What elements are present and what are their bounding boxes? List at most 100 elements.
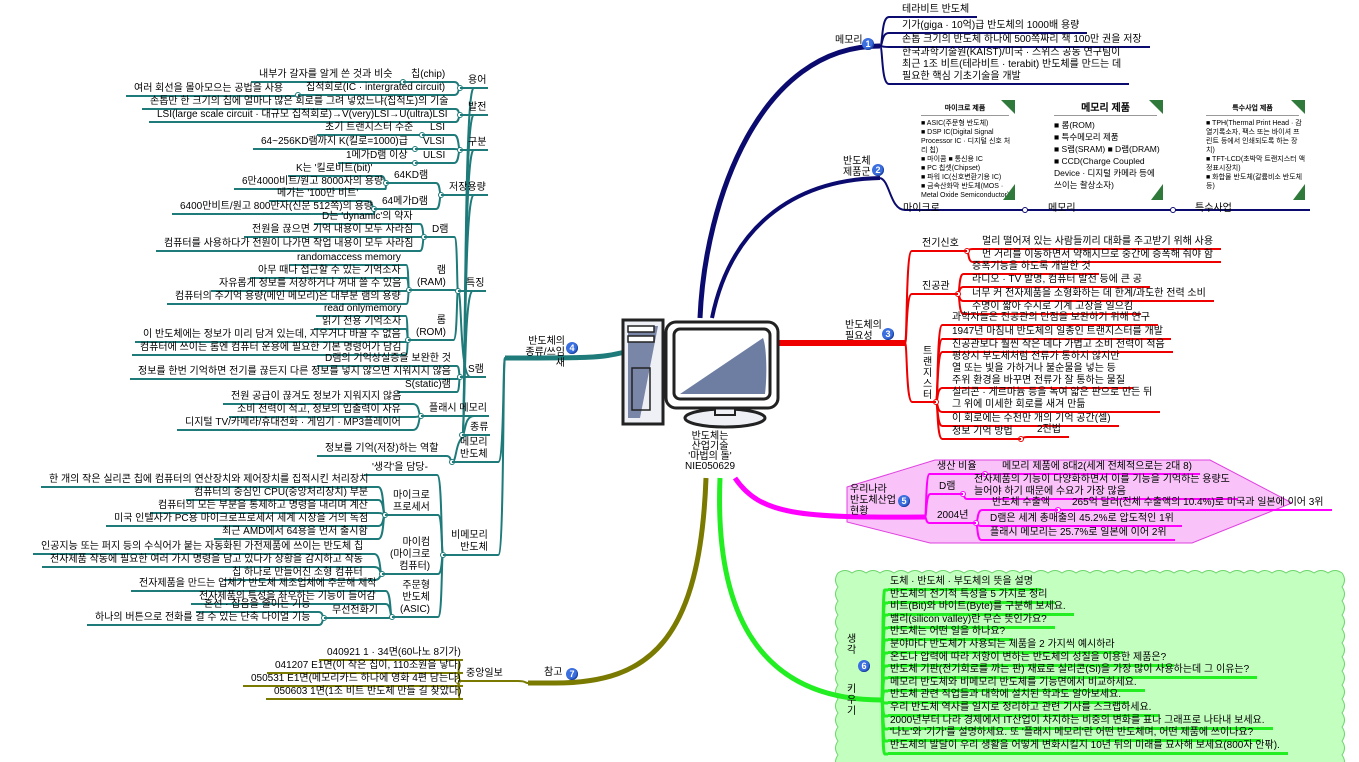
topic-node[interactable]: 칩(chip) [403, 69, 448, 83]
leaf-node[interactable]: 라디오 · TV 발명, 컴퓨터 발전 등에 큰 공 [970, 274, 1150, 288]
leaf-node[interactable]: '나노'와 '기가'를 설명하세요. 또 '플래시 메모리'란 어떤 반도체며,… [888, 727, 1262, 743]
leaf-node[interactable]: 초기 트랜지스터 수준 [317, 122, 416, 136]
leaf-node[interactable]: 최근 AMD에서 64용을 먼저 출시함 [214, 526, 370, 540]
leaf-node[interactable]: 내부가 갈자를 알게 쓴 것과 비슷 [251, 69, 395, 83]
topic-node[interactable]: 주문형 반도체 (ASIC) [392, 580, 432, 618]
branch-5-label[interactable]: 우리나라 반도체산업 현황 [850, 484, 896, 517]
leaf-node[interactable]: 손톱 크기의 반도체 하나에 500쪽짜리 책 100만 권을 저장 [900, 34, 1150, 48]
leaf-node[interactable]: 한 개의 작은 실리콘 칩에 컴퓨터의 연산장치와 제어장치를 집적시킨 처리장… [41, 474, 371, 488]
leaf-node[interactable]: 265억 달러(전체 수출액의 10.4%)로 미국과 일본에 이어 3위 [1070, 497, 1332, 511]
leaf-node[interactable]: 수명이 짧아 수시로 기계 고장을 일으킴 [970, 301, 1142, 315]
leaf-node[interactable]: 손톱만 한 크기의 칩에 얼마나 많은 회로를 그려 넣었느냐(집적도)의 기술 [142, 96, 451, 110]
leaf-node[interactable]: 2진법 [1035, 424, 1069, 438]
topic-node[interactable]: LSI [422, 122, 448, 136]
leaf-node[interactable]: 한국과학기술원(KAIST)/미국 · 스위스 공동 연구팀이 최근 1조 비트… [900, 47, 1130, 85]
leaf-node[interactable]: 메모리 반도체와 비메모리 반도체를 기능면에서 비교하세요. [888, 677, 1145, 692]
tab-special[interactable]: 특수사업 [1195, 203, 1232, 214]
leaf-node[interactable]: D램은 세계 총매출의 45.2%로 압도적인 1위 [988, 513, 1182, 527]
topic-node[interactable]: 용어 [460, 75, 489, 89]
leaf-node[interactable]: D는 'dynamic'의 약자 [314, 211, 415, 225]
leaf-node[interactable]: K는 '킬로비트(bit)' [288, 163, 375, 177]
branch-7-label[interactable]: 참고 [544, 667, 563, 678]
leaf-node[interactable]: 6400만비트/원고 800만자(신문 512쪽)의 용량 [172, 201, 375, 215]
leaf-node[interactable]: D램의 기억상실증을 보완한 것 [317, 353, 453, 367]
topic-node[interactable]: 롬 (ROM) [408, 315, 448, 341]
leaf-node[interactable]: 정보를 기억(저장)하는 역할 [317, 443, 441, 457]
topic-node[interactable]: 중앙일보 [458, 668, 505, 682]
leaf-node[interactable]: 도체 · 반도체 · 부도체의 뜻을 설명 [888, 576, 1041, 591]
leaf-node[interactable]: 반도체의 발달이 우리 생활을 어떻게 변화시킬지 10년 뒤의 미래를 묘사해… [888, 740, 1288, 755]
topic-node[interactable]: 집적회로(IC · intergrated circuit) [298, 82, 448, 96]
leaf-node[interactable]: 이 반도체에는 정보가 미리 담겨 있는데, 지우거나 바꿀 수 없음 [135, 329, 403, 343]
topic-node[interactable]: ULSI [415, 150, 448, 164]
leaf-node[interactable]: LSI(large scale circuit · 대규모 집적회로)→V(ve… [149, 109, 450, 123]
topic-node[interactable]: 생산 비율 [935, 461, 985, 475]
leaf-node[interactable]: 아무 때나 접근할 수 있는 기억소자 [250, 265, 403, 279]
branch-4-label[interactable]: 반도체의 종류/쓰임새 [525, 336, 565, 369]
leaf-node[interactable]: 정보를 한번 기억하면 전기를 끊든지 다른 정보를 넣지 않으면 지워지지 않… [130, 366, 453, 380]
leaf-node[interactable]: 반도체의 전기적 특성을 5 가지로 정리 [888, 589, 1056, 604]
leaf-node[interactable]: randomaccess memory [289, 252, 403, 266]
leaf-node[interactable]: 반도체는 어떤 일을 하나요? [888, 626, 1014, 642]
topic-node[interactable]: 트랜지스터 [921, 346, 936, 403]
leaf-node[interactable]: 2000년부터 나라 경제에서 IT산업이 차지하는 비중의 변화를 표나 그래… [888, 715, 1273, 730]
topic-node[interactable]: 전기신호 [920, 238, 967, 252]
topic-node[interactable]: 진공관 [920, 281, 958, 295]
leaf-node[interactable]: 전자제품 작동에 필요한 여러 가지 명령을 담고 있다가 상황을 감지하고 작… [42, 554, 365, 568]
branch-1-label[interactable]: 메모리 [835, 35, 863, 46]
leaf-node[interactable]: read onlymemory [316, 303, 404, 317]
leaf-node[interactable]: 64~256KD램까지 K(킬로=1000)급 [253, 136, 410, 150]
leaf-node[interactable]: 너무 커 전자제품을 소형화하는 데 한계/과도한 전력 소비 [970, 288, 1214, 302]
leaf-node[interactable]: 디지털 TV/카메라/휴대전화 · 게임기 · MP3플레이어 [177, 417, 403, 431]
leaf-node[interactable]: 소비 전력이 적고, 정보의 입출력이 자유 [229, 404, 403, 418]
topic-node[interactable]: S램 [460, 364, 486, 378]
leaf-node[interactable]: 미국 인텔사가 PC용 마이크로프로세서 세계 시장을 거의 독점 [106, 513, 371, 527]
leaf-node[interactable]: 플래시 메모리는 25.7%로 일본에 이어 2위 [988, 527, 1175, 541]
topic-node[interactable]: 정보 기억 방법 [950, 426, 1021, 440]
leaf-node[interactable]: 인공지능 또는 퍼지 등의 수식어가 붙는 자동화된 가전제품에 쓰이는 반도체… [33, 541, 366, 555]
leaf-node[interactable]: 전자제품의 기능이 다양화하면서 이를 기능을 기억하는 용량도 늘어야 하기 … [972, 474, 1238, 500]
leaf-node[interactable]: 우리 반도체 역사를 일지로 정리하고 관련 기사를 스크랩하세요. [888, 702, 1160, 717]
topic-node[interactable]: D램 [937, 481, 964, 495]
leaf-node[interactable]: 자유롭게 정보를 저장하거나 꺼내 쓸 수 있음 [211, 278, 404, 292]
leaf-node[interactable]: 먼 거리를 이동하면서 약해지므로 중간에 증폭해 줘야 함 [980, 249, 1222, 263]
topic-node[interactable]: 64KD램 [386, 170, 431, 184]
leaf-node[interactable]: 테라비트 반도체 [900, 4, 978, 18]
leaf-node[interactable]: 전자제품의 특성을 좌우하는 기능이 들어감 [191, 591, 378, 605]
leaf-node[interactable]: 컴퓨터에 쓰이는 롬엔 컴퓨터 운용에 필요한 기본 명령어가 담김 [132, 342, 404, 356]
leaf-node[interactable]: 온도나 압력에 따라 저항이 변하는 반도체의 성질을 이용한 제품은? [888, 652, 1175, 667]
topic-node[interactable]: 메모리 반도체 [452, 437, 490, 463]
leaf-node[interactable]: 컴퓨터의 주기억 용량(메인 메모리)은 대부분 램의 용량 [167, 291, 403, 305]
leaf-node[interactable]: 1메가D램 이상 [338, 150, 410, 164]
leaf-node[interactable]: 메모리 제품에 8대2(세계 전체적으로는 2대 8) [1000, 461, 1200, 475]
topic-node[interactable]: 반도체 수출액 [990, 497, 1058, 511]
leaf-node[interactable]: 밸리(silicon valley)란 무슨 뜻인가요? [888, 614, 1055, 629]
leaf-node[interactable]: 컴퓨터의 중심인 CPU(중앙처리장치) 부분 [186, 487, 371, 501]
leaf-node[interactable]: 과학자들은 진공관의 단점을 보완하기 위해 연구 [950, 312, 1158, 326]
topic-node[interactable]: 종류 [462, 422, 491, 436]
leaf-node[interactable]: 전원 공급이 끊겨도 정보가 지워지지 않음 [223, 391, 404, 405]
branch-6-label-top[interactable]: 생각 [847, 634, 857, 656]
leaf-node[interactable]: 전자제품을 만드는 업체가 반도체 제조업체에 주문해 제작 [131, 578, 379, 592]
leaf-node[interactable]: 멀리 떨어져 있는 사람들끼리 대화를 주고받기 위해 사용 [980, 236, 1222, 250]
leaf-node[interactable]: 혼선 · 잡음을 줄이는 기능 [196, 599, 313, 613]
branch-6-label-bottom[interactable]: 키우기 [847, 684, 857, 717]
leaf-node[interactable]: 여러 회선을 몰아모으는 공법을 사용 [126, 83, 286, 97]
tab-micro[interactable]: 마이크로 [903, 203, 940, 214]
topic-node[interactable]: 저장용량 [441, 182, 488, 196]
branch-2-label[interactable]: 반도체 제품군 [843, 156, 871, 178]
topic-node[interactable]: 특징 [458, 278, 487, 292]
leaf-node[interactable]: 평상시 부도체처럼 전류가 통하지 않지만 열 또는 빛을 가하거나 불순물을 … [950, 351, 1134, 389]
topic-node[interactable]: D램 [424, 224, 451, 238]
leaf-node[interactable]: 메가는 '100만 비트' [269, 188, 361, 202]
tab-memory[interactable]: 메모리 [1048, 203, 1076, 214]
leaf-node[interactable]: 비트(Bit)와 바이트(Byte)를 구분해 보세요. [888, 601, 1074, 617]
topic-node[interactable]: 64메가D램 [374, 196, 430, 210]
topic-node[interactable]: 발전 [460, 102, 489, 116]
topic-node[interactable]: 비메모리 반도체 [443, 530, 490, 556]
topic-node[interactable]: 2004년 [935, 510, 977, 524]
leaf-node[interactable]: 분야마다 반도체가 사용되는 제품을 2 가지씩 예시하라 [888, 639, 1123, 654]
topic-node[interactable]: 마이컴 (마이크로 컴퓨터) [382, 537, 433, 575]
leaf-node[interactable]: '생각'을 담당- [364, 462, 430, 476]
topic-node[interactable]: 구분 [460, 137, 489, 151]
